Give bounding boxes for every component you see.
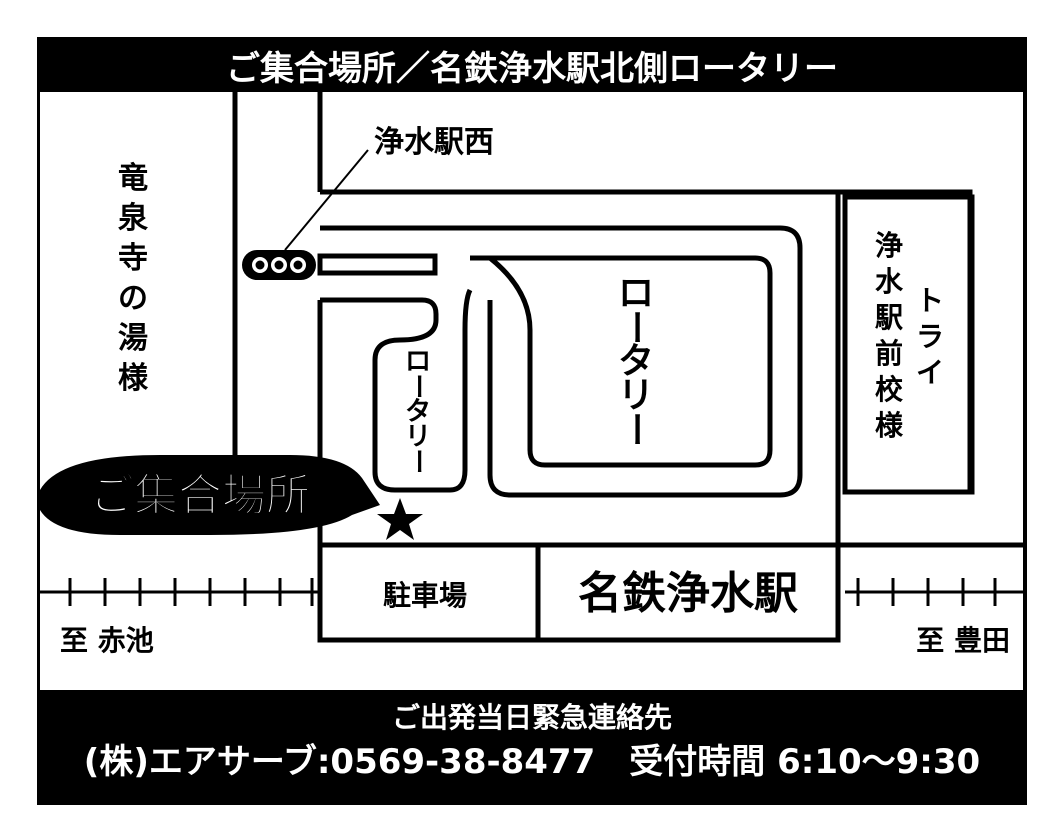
try-char: イ xyxy=(916,356,944,389)
to-akaike-label: 至 赤池 xyxy=(60,624,154,657)
rotary-large-char: タ xyxy=(618,341,654,382)
rotary-large-char: ロ xyxy=(618,273,654,314)
rotary-small-char: ー xyxy=(402,448,432,474)
ryusenji-char: 湯 xyxy=(118,321,148,356)
to-toyota-label: 至 豊田 xyxy=(916,624,1010,657)
rotary-label-large: ロータリー xyxy=(615,273,656,447)
ryusenji-char: 竜 xyxy=(118,161,148,196)
jousui-ekimae-char: 駅 xyxy=(875,301,903,334)
rotary-small-char: リ xyxy=(405,422,431,452)
ryusenji-char: 寺 xyxy=(118,241,148,276)
ryusenji-char: の xyxy=(118,281,148,316)
ryusenji-char: 様 xyxy=(118,361,149,396)
rotary-label-small: ロータリー xyxy=(402,347,432,474)
footer-line2: (株)エアサーブ:0569-38-8477 受付時間 6:10〜9:30 xyxy=(84,742,980,782)
ryusenji-char: 泉 xyxy=(118,201,148,236)
rotary-small-char: ロ xyxy=(405,347,431,377)
meeting-point-callout: ご集合場所 xyxy=(40,455,380,535)
west-signal-label: 浄水駅西 xyxy=(374,125,494,160)
meeting-point-label: ご集合場所 xyxy=(90,470,310,521)
header-title: ご集合場所／名鉄浄水駅北側ロータリー xyxy=(226,49,838,89)
jousui-ekimae-char: 様 xyxy=(875,409,904,442)
rotary-small-char: タ xyxy=(405,397,431,427)
jousui-ekimae-char: 浄 xyxy=(875,229,903,262)
parking-label: 駐車場 xyxy=(383,579,467,612)
railway xyxy=(40,578,1023,606)
rotary-small-char: ー xyxy=(402,373,432,399)
try-char: ラ xyxy=(916,320,944,353)
footer-line1: ご出発当日緊急連絡先 xyxy=(392,701,672,734)
jousui-ekimae-char: 前 xyxy=(875,337,903,370)
signal-pointer-line xyxy=(284,149,369,251)
star-icon xyxy=(377,498,423,540)
rotary-large-char: ー xyxy=(615,309,656,345)
rotary-large-char: リ xyxy=(618,375,654,416)
jousui-ekimae-char: 水 xyxy=(875,265,904,298)
station-label: 名鉄浄水駅 xyxy=(578,568,798,619)
try-char: ト xyxy=(916,284,944,317)
try-label: トライ xyxy=(916,284,944,389)
traffic-light-icon xyxy=(242,250,316,280)
rotary-large-char: ー xyxy=(615,411,656,447)
jousui-ekimae-char: 校 xyxy=(875,373,904,406)
